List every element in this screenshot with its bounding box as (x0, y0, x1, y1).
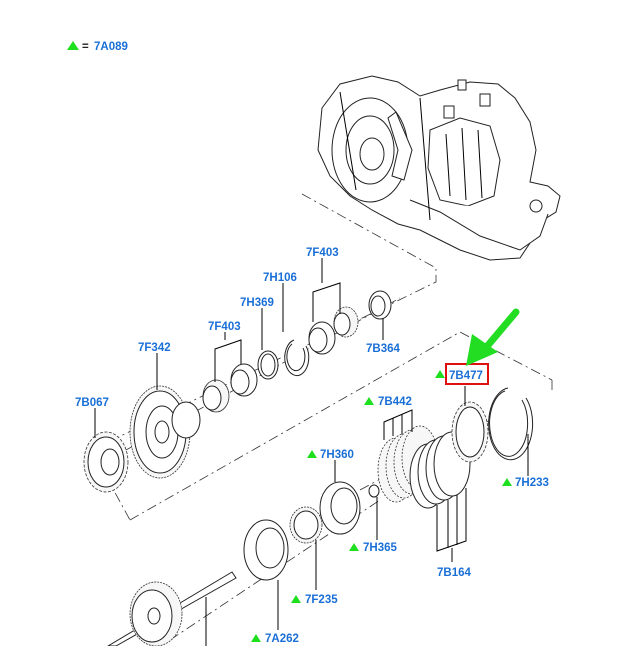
marker-triangle-icon (291, 595, 301, 603)
transmission-housing (317, 75, 561, 261)
part-7F403-lower-bearing[interactable] (202, 379, 230, 413)
marker-triangle-icon (435, 370, 445, 378)
part-7H360[interactable] (319, 481, 361, 535)
part-7H365[interactable] (368, 484, 380, 498)
label-7A262[interactable]: 7A262 (265, 633, 299, 645)
label-7F403-upper[interactable]: 7F403 (306, 247, 339, 259)
part-7B067[interactable] (83, 431, 129, 493)
legend: = 7A089 (67, 41, 128, 53)
marker-triangle-icon (364, 397, 374, 405)
label-7B164[interactable]: 7B164 (437, 567, 471, 579)
legend-code: 7A089 (94, 41, 128, 53)
label-7F235[interactable]: 7F235 (305, 594, 338, 606)
label-7H369[interactable]: 7H369 (240, 297, 274, 309)
label-7F342[interactable]: 7F342 (138, 342, 171, 354)
part-7A262[interactable] (243, 519, 289, 581)
part-7H106[interactable] (284, 339, 310, 376)
label-7H233[interactable]: 7H233 (515, 477, 549, 489)
part-7B164[interactable] (409, 431, 471, 509)
label-7F403-lower[interactable]: 7F403 (208, 321, 241, 333)
marker-triangle-icon (502, 478, 512, 486)
leader-lines (94, 258, 529, 646)
part-7F235[interactable] (289, 506, 323, 544)
label-7H360[interactable]: 7H360 (320, 449, 354, 461)
label-7B477[interactable]: 7B477 (449, 370, 483, 382)
label-7B364[interactable]: 7B364 (366, 343, 400, 355)
part-labels: 7F403 7H106 7H369 7F403 7B364 7F342 7B06… (75, 247, 549, 645)
part-7F403-upper-race[interactable] (308, 321, 336, 355)
part-shaft[interactable] (107, 571, 237, 646)
marker-triangle-icon (349, 543, 359, 551)
label-7B442[interactable]: 7B442 (378, 396, 412, 408)
part-7H369[interactable] (257, 350, 279, 380)
pointer-arrow-icon (466, 308, 520, 366)
label-7B067[interactable]: 7B067 (75, 397, 109, 409)
part-7H233[interactable] (488, 387, 534, 461)
legend-equals: = (82, 41, 89, 53)
part-7F403-upper-bearing[interactable] (333, 306, 359, 338)
label-7H365[interactable]: 7H365 (363, 542, 397, 554)
label-7H106[interactable]: 7H106 (263, 272, 297, 284)
part-7B477[interactable] (451, 401, 489, 463)
part-7F403-lower-race[interactable] (230, 363, 258, 397)
marker-triangle-icon (67, 41, 79, 50)
marker-triangle-icon (251, 634, 261, 642)
part-7B364[interactable] (368, 290, 392, 320)
marker-triangle-icon (307, 450, 317, 458)
part-7F342[interactable] (129, 385, 201, 479)
